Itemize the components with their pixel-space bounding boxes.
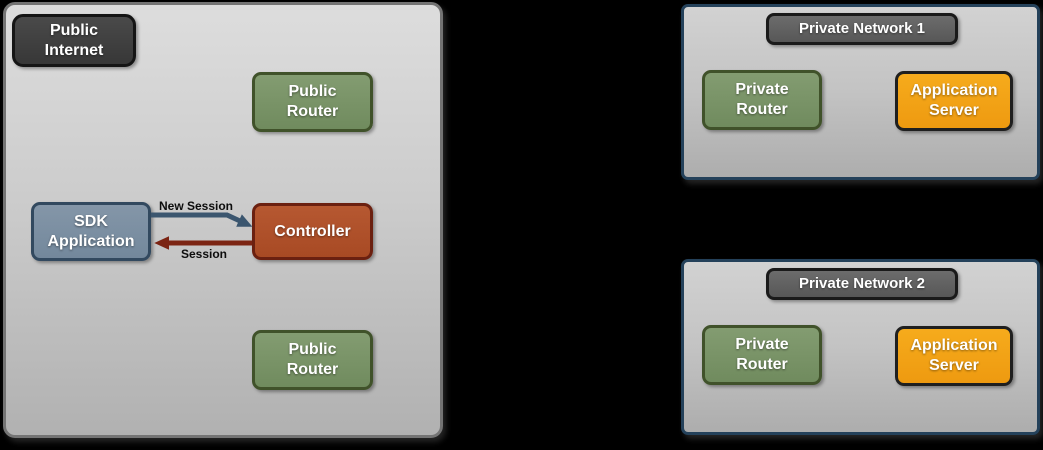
public-router-top-node: Public Router [252, 72, 373, 132]
application-server-node-1: Application Server [895, 71, 1013, 131]
application-server-label-line: Application [910, 82, 998, 100]
public-internet-label-line: Internet [44, 41, 104, 59]
private-network-1-title: Private Network 1 [766, 13, 958, 45]
controller-label-line: Controller [274, 222, 351, 240]
sdk-application-node: SDK Application [31, 202, 151, 261]
public-router-label-line: Public [288, 341, 337, 359]
sdk-application-label-line: Application [47, 232, 135, 250]
private-router-label-line: Private [735, 81, 789, 99]
new-session-arrow [151, 212, 253, 227]
public-router-label-line: Router [286, 103, 339, 120]
public-router-label-line: Router [286, 361, 339, 378]
private-network-2-zone: Private Network 2 Private Router Applica… [681, 259, 1040, 435]
private-network-2-title: Private Network 2 [766, 268, 958, 300]
application-server-label-line: Server [929, 357, 979, 374]
public-router-label-line: Public [288, 83, 337, 101]
private-router-label-line: Router [736, 356, 788, 373]
public-router-bottom-node: Public Router [252, 330, 373, 390]
controller-node: Controller [252, 203, 373, 260]
public-internet-label-line: Public [49, 21, 98, 39]
application-server-label-line: Server [929, 102, 979, 119]
private-network-1-zone: Private Network 1 Private Router Applica… [681, 4, 1040, 180]
private-router-node-2: Private Router [702, 325, 822, 385]
private-router-label-line: Router [736, 101, 788, 118]
application-server-node-2: Application Server [895, 326, 1013, 386]
application-server-label-line: Application [910, 337, 998, 355]
private-router-node-1: Private Router [702, 70, 822, 130]
public-internet-zone: Public Internet Public Router SDK Applic… [3, 2, 443, 438]
public-internet-badge: Public Internet [12, 14, 136, 67]
private-router-label-line: Private [735, 336, 789, 354]
session-arrow-label: Session [180, 247, 228, 261]
sdk-application-label-line: SDK [74, 212, 108, 230]
new-session-arrow-label: New Session [158, 199, 234, 213]
